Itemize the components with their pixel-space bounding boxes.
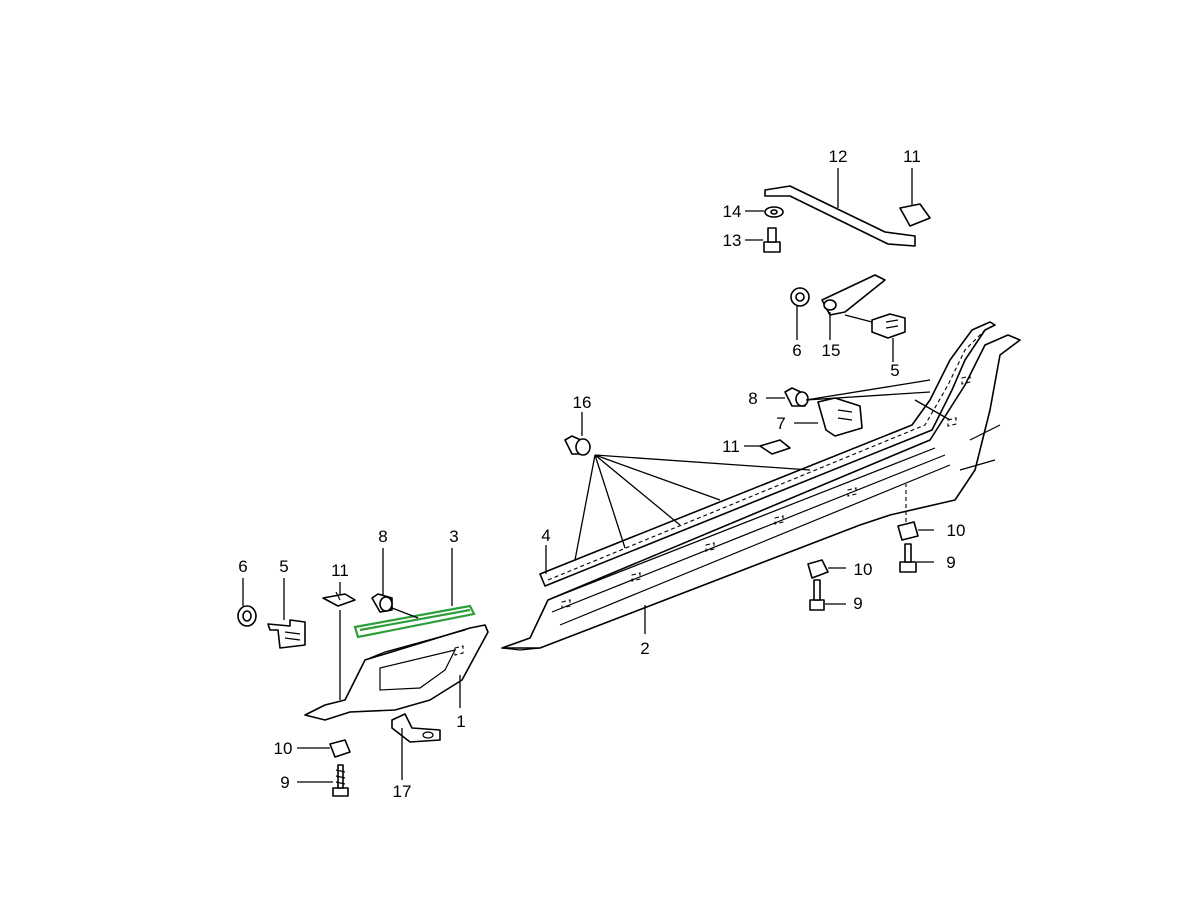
nut-left <box>329 739 351 758</box>
brace-strip <box>764 185 916 247</box>
callout-6-left: 6 <box>238 557 247 576</box>
clip-right <box>871 313 906 339</box>
callout-13: 13 <box>723 231 742 250</box>
front-sill-piece <box>304 624 489 721</box>
callout-9-middle: 9 <box>853 594 862 613</box>
callout-3: 3 <box>449 527 458 546</box>
callout-5-right: 5 <box>890 361 899 380</box>
trim-strip <box>539 321 996 587</box>
callout-11-middle: 11 <box>722 437 740 456</box>
callout-4: 4 <box>541 526 550 545</box>
callout-10-right: 10 <box>947 521 966 540</box>
callout-8-left: 8 <box>378 527 387 546</box>
clip-left <box>267 619 306 649</box>
callout-16: 16 <box>573 393 592 412</box>
screw-right <box>899 543 917 573</box>
screw-middle <box>809 579 825 611</box>
callout-6-right: 6 <box>792 341 801 360</box>
bracket-17 <box>391 713 441 743</box>
callout-labels: 12 11 14 13 6 15 5 8 7 11 16 4 2 10 9 10… <box>238 147 965 801</box>
callout-10-left: 10 <box>274 739 293 758</box>
nut-right <box>897 521 919 541</box>
callout-9-left: 9 <box>280 773 289 792</box>
callout-11-left: 11 <box>331 561 349 580</box>
grommet-right <box>790 287 810 307</box>
pin-left <box>371 593 393 613</box>
callout-11-top: 11 <box>903 147 921 166</box>
retaining-clip-7 <box>817 397 863 437</box>
callout-1: 1 <box>456 712 465 731</box>
seal-strip-highlighted <box>353 604 476 639</box>
bolt-13 <box>763 227 781 253</box>
pin-right <box>784 387 809 407</box>
callout-5-left: 5 <box>279 557 288 576</box>
pin-16 <box>564 435 591 456</box>
washer-14 <box>764 206 784 218</box>
callout-10-middle: 10 <box>854 560 873 579</box>
grommet-left <box>237 605 257 627</box>
side-sill-panel <box>501 334 1021 651</box>
callout-7: 7 <box>776 414 785 433</box>
mounting-plate-15 <box>821 274 886 316</box>
screw-left <box>332 764 349 797</box>
leader-lines <box>242 168 951 783</box>
nut-clip-middle <box>759 439 791 455</box>
callout-2: 2 <box>640 639 649 658</box>
callout-15: 15 <box>822 341 841 360</box>
callout-9-right: 9 <box>946 553 955 572</box>
callout-14: 14 <box>723 202 742 221</box>
nut-middle <box>807 559 829 579</box>
nut-clip-top <box>899 203 931 227</box>
callout-12: 12 <box>829 147 848 166</box>
callout-17: 17 <box>393 782 412 801</box>
nut-clip-left <box>322 591 356 607</box>
callout-8-right: 8 <box>748 389 757 408</box>
